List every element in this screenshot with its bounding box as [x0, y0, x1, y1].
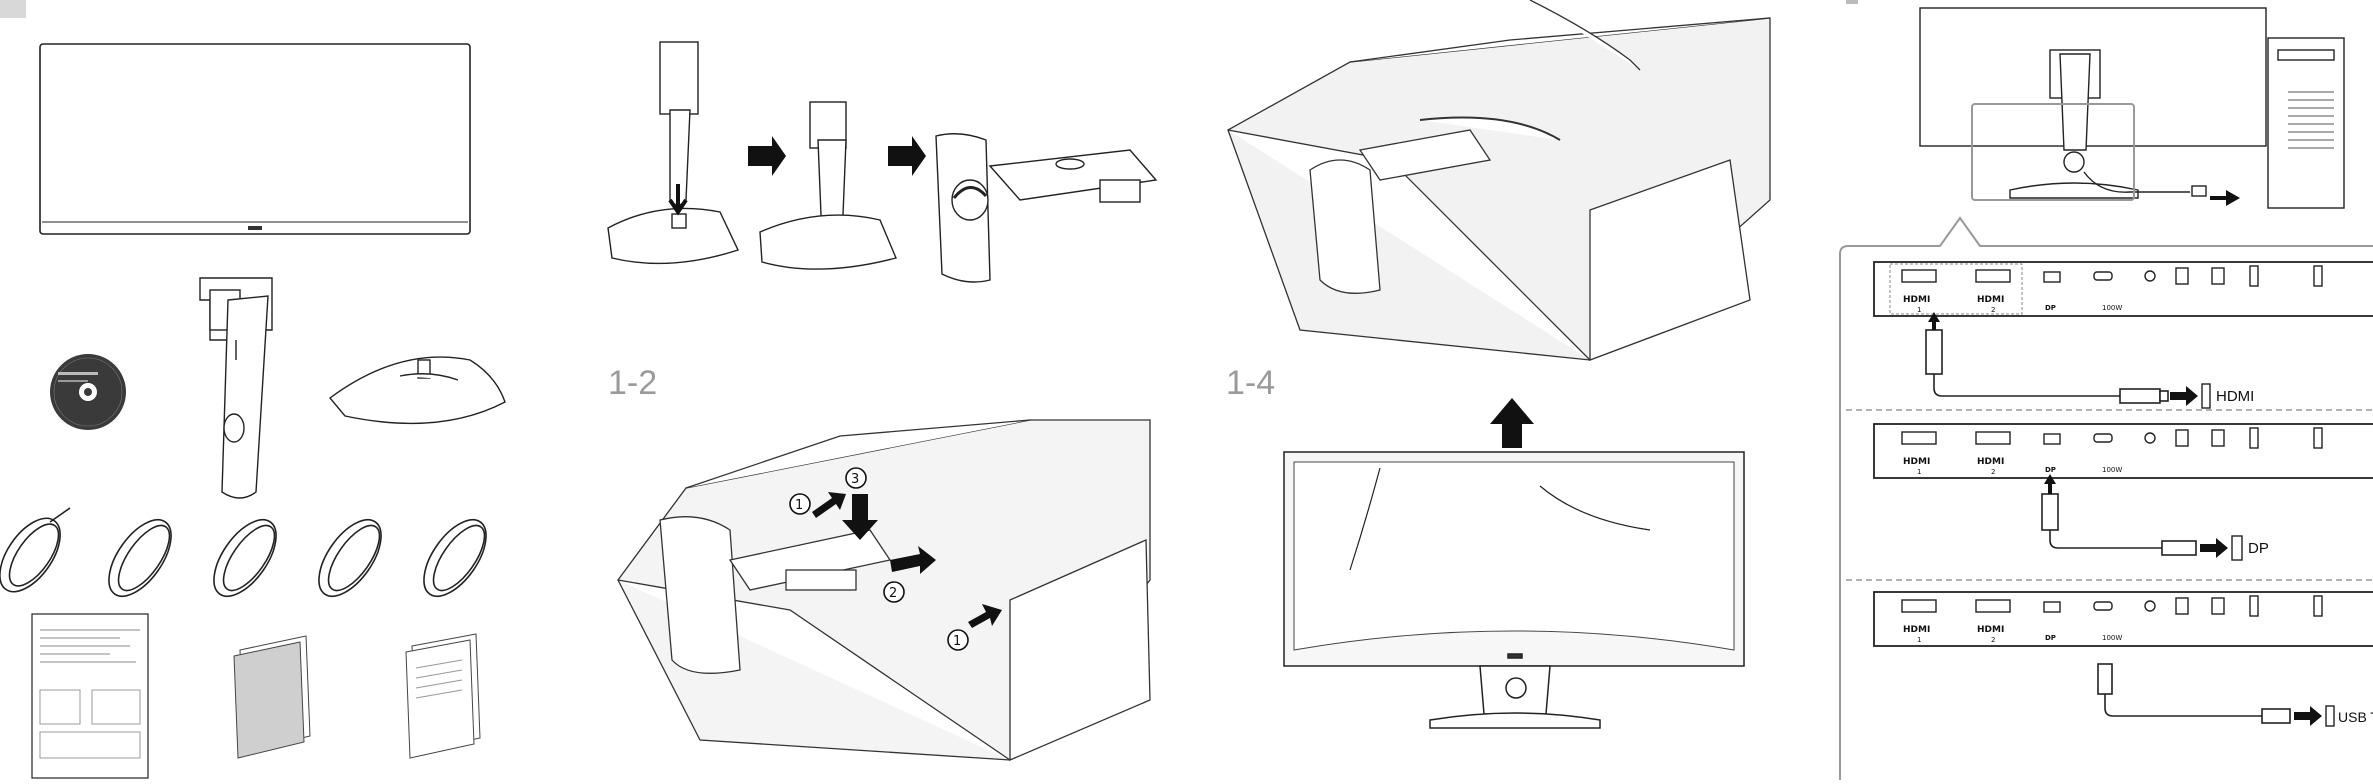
port-label-hdmi1: HDMI	[1903, 295, 1930, 305]
monitor-back-illustration	[1919, 7, 2267, 199]
port-label-hdmi2: HDMI	[1977, 295, 2004, 305]
dp-port-icon	[2231, 535, 2243, 561]
arrow-up-icon	[1928, 312, 1940, 330]
stand-riser-illustration	[199, 277, 273, 499]
port-label-dp: DP	[2045, 466, 2056, 474]
safety-info-illustration	[405, 633, 481, 759]
arrow-right-icon	[888, 136, 926, 176]
port-label-usbc-power: 100W	[2102, 466, 2122, 474]
driver-disc-illustration	[50, 354, 126, 430]
port-label-usbc-power: 100W	[2102, 304, 2122, 312]
lifted-monitor-illustration	[1283, 451, 1745, 729]
port-number-hdmi1: 1	[1917, 468, 1921, 476]
cables-illustration	[0, 507, 487, 597]
port-label-hdmi2: HDMI	[1977, 625, 2004, 635]
usbc-port-icon	[2325, 705, 2335, 727]
port-label-usbc-power: 100W	[2102, 634, 2122, 642]
arrow-up-icon	[1490, 398, 1534, 448]
stand-base-illustration	[328, 356, 506, 425]
arrow-right-icon	[2210, 190, 2240, 206]
svg-text:3: 3	[851, 472, 859, 487]
arrow-up-icon	[2044, 474, 2056, 494]
computer-tower-illustration	[2267, 37, 2345, 209]
quick-setup-guide-illustration	[233, 635, 311, 759]
cable-label-usbc: USB Type-C	[2338, 709, 2373, 725]
arrow-right-icon	[748, 136, 786, 176]
stand-step-1-illustration	[607, 41, 739, 265]
port-number-hdmi2: 2	[1991, 468, 1995, 476]
hdmi-cable-illustration	[1925, 329, 2169, 404]
monitor-illustration	[39, 43, 471, 235]
stand-assembly-illustration: 1-2 1 3 2 1	[607, 41, 1158, 761]
port-label-hdmi2: HDMI	[1977, 457, 2004, 467]
lift-monitor-illustration: 1-4	[1226, 0, 1771, 729]
callout-frame	[1839, 216, 2373, 780]
stand-assembly-panel: 1-2 1 3 2 1	[590, 0, 1180, 784]
connections-panel: HDMI 1 HDMI 2 DP 100W HDMI	[1830, 0, 2373, 784]
port-label-dp: DP	[2045, 304, 2056, 312]
port-label-hdmi1: HDMI	[1903, 457, 1930, 467]
step-label-1-2: 1-2	[608, 364, 657, 402]
stand-step-2-illustration	[759, 101, 897, 270]
contents-illustration	[0, 0, 506, 779]
arrow-right-icon	[2170, 386, 2198, 406]
hdmi-port-icon	[2201, 383, 2211, 409]
connections-illustration: HDMI 1 HDMI 2 DP 100W HDMI	[1839, 0, 2373, 780]
arrow-down-icon	[668, 184, 688, 216]
release-arrows-icon: 1 3 2 1	[789, 467, 1002, 651]
contents-panel	[0, 0, 560, 784]
cable-label-dp: DP	[2248, 540, 2269, 557]
stand-step-3-illustration	[935, 133, 1158, 283]
port-number-hdmi2: 2	[1991, 306, 1995, 314]
port-row-usbc: HDMI 1 HDMI 2 DP 100W	[1873, 591, 2373, 647]
svg-text:1: 1	[953, 634, 961, 649]
svg-text:2: 2	[889, 586, 897, 601]
step-label-1-4: 1-4	[1226, 364, 1275, 402]
lift-monitor-panel: 1-4	[1210, 0, 1780, 784]
cable-label-hdmi: HDMI	[2216, 388, 2254, 405]
port-number-hdmi2: 2	[1991, 636, 1995, 644]
port-label-hdmi1: HDMI	[1903, 625, 1930, 635]
usbc-cable-illustration	[2097, 663, 2291, 724]
attach-stand-illustration	[1227, 0, 1771, 361]
dp-cable-illustration	[2041, 493, 2197, 556]
port-row-dp: HDMI 1 HDMI 2 DP 100W	[1873, 423, 2373, 479]
arrow-right-icon	[2200, 538, 2228, 558]
port-number-hdmi1: 1	[1917, 636, 1921, 644]
arrow-right-icon	[2294, 706, 2322, 726]
svg-text:1: 1	[795, 498, 803, 513]
port-row-hdmi: HDMI 1 HDMI 2 DP 100W	[1873, 261, 2373, 317]
port-number-hdmi1: 1	[1917, 306, 1921, 314]
calibration-report-illustration	[31, 613, 149, 779]
port-label-dp: DP	[2045, 634, 2056, 642]
